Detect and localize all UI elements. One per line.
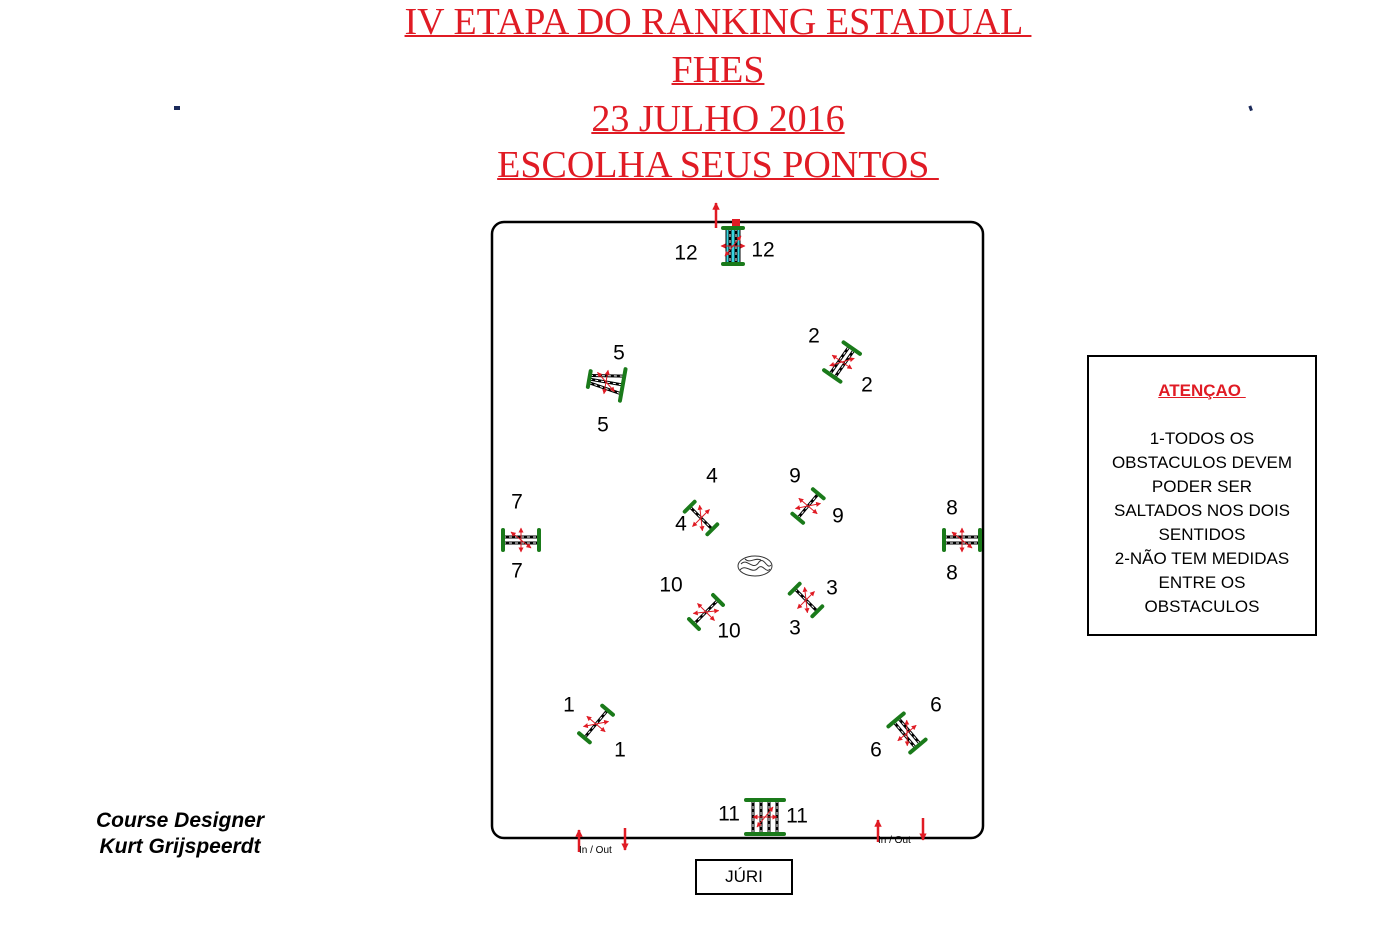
arena-border — [490, 220, 985, 840]
notice-line: OBSTACULOS DEVEM — [1111, 453, 1293, 472]
obstacle-number-label: 10 — [717, 620, 740, 643]
obstacle-number-label: 11 — [786, 805, 808, 828]
obstacle-number-label: 6 — [930, 694, 942, 717]
title-line-4: ESCOLHA SEUS PONTOS — [497, 144, 939, 186]
entrance-right-label: In / Out — [878, 835, 911, 846]
entrance-left[interactable]: In / Out — [575, 828, 629, 856]
obstacle-number-label: 12 — [751, 239, 774, 262]
notice-line: PODER SER — [1151, 477, 1253, 496]
obstacle-number-label: 2 — [861, 374, 873, 397]
obstacle-number-label: 4 — [706, 465, 718, 488]
obstacle-number-label: 7 — [511, 491, 523, 514]
obstacle-number-label: 10 — [659, 574, 682, 597]
notice-line: SENTIDOS — [1158, 525, 1246, 544]
notice-line: 1-TODOS OS — [1149, 429, 1255, 448]
obstacle-3 — [787, 581, 825, 619]
title-line-3: 23 JULHO 2016 — [591, 98, 845, 140]
obstacle-number-label: 8 — [946, 562, 958, 585]
obstacle-7 — [501, 527, 541, 553]
notice-line: 2-NÃO TEM MEDIDAS — [1114, 549, 1290, 568]
obstacle-number-label: 2 — [808, 325, 820, 348]
obstacle-number-label: 5 — [613, 342, 625, 365]
obstacle-number-label: 9 — [832, 505, 844, 528]
obstacle-2 — [822, 340, 862, 384]
entrance-left-label: In / Out — [579, 845, 612, 856]
obstacle-number-label: 8 — [946, 497, 958, 520]
obstacle-1 — [577, 703, 615, 745]
obstacle-number-label: 1 — [614, 739, 626, 762]
obstacle-5 — [585, 367, 628, 403]
obstacle-11 — [744, 798, 786, 836]
obstacle-6 — [886, 711, 928, 755]
jury-box: JÚRI — [695, 859, 793, 895]
obstacle-10 — [687, 593, 725, 631]
title-line-1: IV ETAPA DO RANKING ESTADUAL — [404, 1, 1032, 43]
notice-body: 1-TODOS OS OBSTACULOS DEVEM PODER SER SA… — [1089, 427, 1315, 619]
obstacle-9 — [790, 487, 826, 525]
notice-line: ENTRE OS — [1158, 573, 1246, 592]
center-decoration — [737, 555, 773, 577]
course-designer: Course Designer Kurt Grijspeerdt — [60, 808, 300, 860]
obstacle-number-label: 6 — [870, 739, 882, 762]
obstacle-number-label: 1 — [563, 694, 575, 717]
obstacle-number-label: 9 — [789, 465, 801, 488]
obstacle-number-label: 5 — [597, 414, 609, 437]
notice-line: OBSTACULOS — [1144, 597, 1260, 616]
obstacle-12 — [720, 226, 746, 266]
obstacle-8 — [942, 527, 982, 553]
designer-name: Kurt Grijspeerdt — [99, 835, 261, 858]
obstacle-number-label: 4 — [675, 513, 687, 536]
obstacle-number-label: 3 — [789, 617, 801, 640]
obstacle-number-label: 12 — [674, 242, 697, 265]
designer-role: Course Designer — [95, 809, 265, 832]
obstacle-number-label: 11 — [718, 803, 740, 826]
obstacle-number-label: 7 — [511, 560, 523, 583]
obstacle-number-label: 3 — [826, 577, 838, 600]
notice-title: ATENÇAO — [1158, 381, 1246, 400]
title-line-2: FHES — [671, 49, 765, 91]
notice-line: SALTADOS NOS DOIS — [1113, 501, 1291, 520]
entrance-right[interactable]: In / Out — [874, 818, 927, 846]
notice-box: ATENÇAO 1-TODOS OS OBSTACULOS DEVEM PODE… — [1087, 355, 1317, 636]
obstacle-4 — [682, 499, 720, 537]
